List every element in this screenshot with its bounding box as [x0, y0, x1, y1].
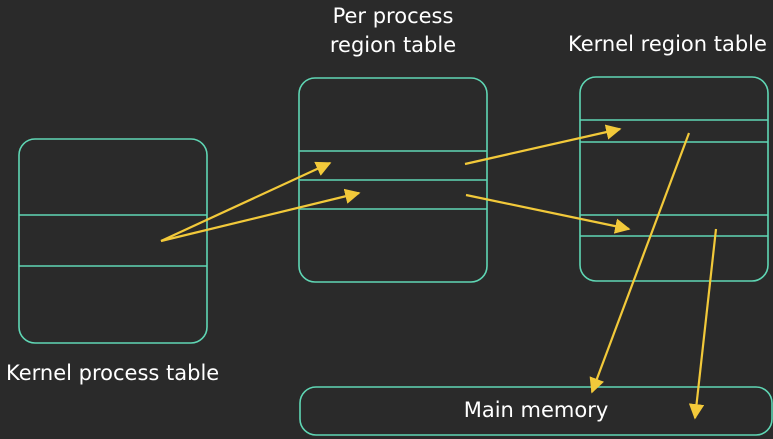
kernel-region-table-label: Kernel region table: [568, 32, 767, 56]
kernel-process-table: [18, 138, 208, 344]
arrow-process-to-region-1: [160, 161, 332, 242]
kernel-region-table: [579, 76, 769, 282]
main-memory-box: [299, 386, 773, 436]
main-memory-label: Main memory: [463, 398, 609, 422]
arrow-region-to-kernel-region-2: [465, 193, 631, 234]
per-process-region-table-label-line1: Per process: [332, 4, 454, 28]
arrows: [160, 124, 718, 420]
kernel-process-table-label: Kernel process table: [6, 361, 220, 385]
arrow-kernel-region-to-memory-2: [688, 228, 718, 420]
arrow-region-to-kernel-region-1: [464, 124, 622, 166]
per-process-region-table-label: Per process region table: [300, 2, 486, 60]
arrow-kernel-region-to-memory-1: [589, 132, 691, 394]
per-process-region-table: [298, 77, 488, 283]
per-process-region-table-label-line2: region table: [329, 33, 457, 57]
kernel-process-table-box: [18, 138, 208, 344]
arrow-process-to-region-2: [160, 188, 361, 243]
kernel-region-table-box: [579, 76, 769, 282]
